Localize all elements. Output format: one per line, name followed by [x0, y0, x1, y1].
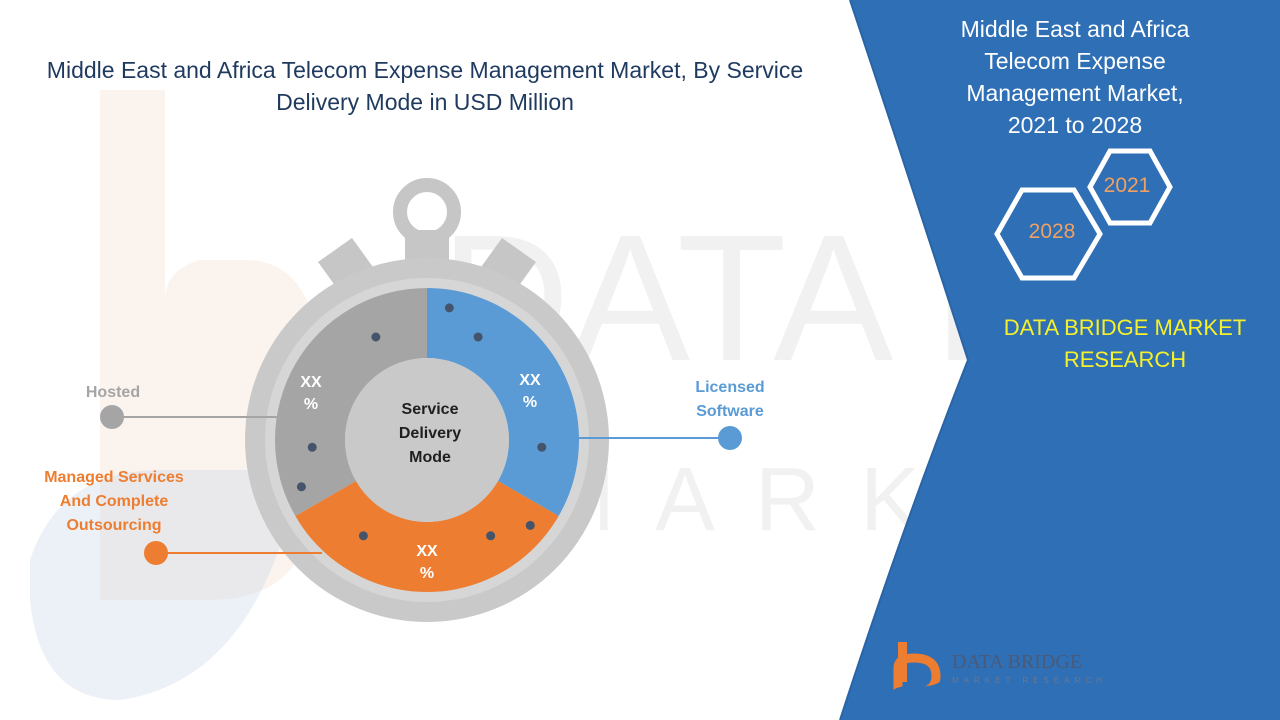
value-label-line: XX: [416, 543, 438, 560]
slice-dot: [358, 531, 368, 541]
segment-value-managed-services: XX %: [402, 541, 452, 585]
slice-dot: [525, 520, 535, 530]
slice-dot: [473, 332, 483, 342]
value-label-line: %: [522, 394, 538, 411]
donut-slice-licensed-software: [427, 288, 580, 516]
slice-dot: [537, 442, 547, 452]
chart-title: Middle East and Africa Telecom Expense M…: [46, 57, 804, 115]
legend-label-licensed-software: Licensed Software: [650, 376, 810, 424]
side-title-line: Management Market,: [966, 80, 1184, 106]
donut-center-label: Service Delivery Mode: [378, 398, 482, 470]
donut-center-hole: [345, 358, 509, 522]
legend-marker-managed-services: [144, 541, 168, 565]
hexagon-end-year: 2028: [1028, 220, 1076, 243]
slice-dot: [307, 442, 317, 452]
legend-marker-hosted: [100, 405, 124, 429]
value-label-line: %: [303, 396, 319, 413]
value-label-line: XX: [519, 372, 541, 389]
slice-dot: [296, 482, 306, 492]
legend-label-line: Licensed: [695, 379, 765, 396]
data-bridge-logo-icon: [886, 642, 942, 704]
slice-dot: [371, 332, 381, 342]
hexagon-2021-shape: [1087, 148, 1173, 226]
center-label-line: Delivery: [398, 425, 462, 442]
legend-label-managed-services: Managed Services And Complete Outsourcin…: [30, 466, 198, 538]
hexagon-2028-shape: [994, 187, 1103, 281]
value-label-line: %: [419, 565, 435, 582]
legend-label-line: Outsourcing: [66, 517, 162, 534]
hexagon-start-year: 2021: [1103, 174, 1151, 197]
side-title-line: 2021 to 2028: [1007, 112, 1143, 138]
legend-label-line: Software: [696, 403, 764, 420]
logo-wordmark: DATA BRIDGE: [952, 651, 1083, 673]
side-panel-title: Middle East and Africa Telecom Expense M…: [930, 13, 1220, 141]
year-hexagons: [994, 148, 1173, 281]
legend-label-line: Managed Services: [44, 469, 184, 486]
center-label-line: Mode: [409, 449, 451, 466]
center-label-line: Service: [401, 401, 459, 418]
side-title-line: Middle East and Africa: [960, 16, 1190, 42]
donut-slice-managed-services: [295, 480, 559, 592]
legend-label-hosted: Hosted: [63, 381, 163, 405]
logo-subtext: MARKET RESEARCH: [952, 676, 1107, 685]
legend-label-line: And Complete: [59, 493, 169, 510]
slice-dot: [444, 303, 454, 313]
side-title-line: Telecom Expense: [984, 48, 1166, 74]
brand-name: DATA BRIDGE MARKET RESEARCH: [980, 312, 1270, 376]
donut-chart: [275, 288, 580, 592]
slice-dot: [486, 531, 496, 541]
segment-value-hosted: XX %: [286, 372, 336, 416]
legend-label-line: Hosted: [85, 384, 141, 401]
brand-line: DATA BRIDGE MARKET: [1003, 315, 1247, 340]
brand-line: RESEARCH: [1063, 347, 1187, 372]
value-label-line: XX: [300, 374, 322, 391]
segment-value-licensed-software: XX %: [505, 370, 555, 414]
legend-marker-licensed-software: [718, 426, 742, 450]
donut-slice-hosted: [275, 288, 427, 517]
